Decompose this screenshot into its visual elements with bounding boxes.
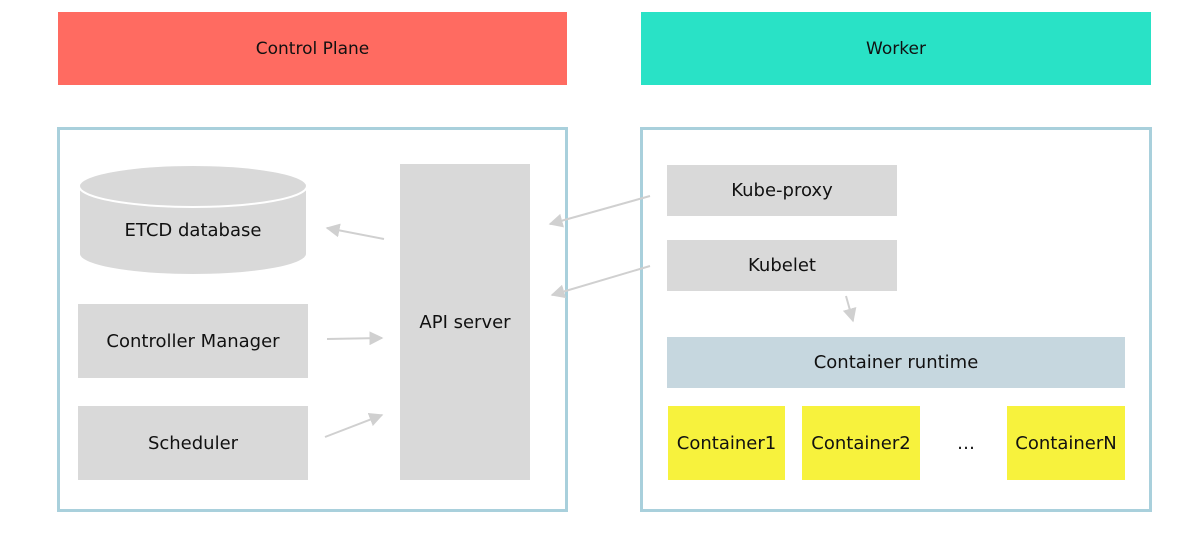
container-2-label: Container2	[811, 432, 911, 454]
control-plane-title: Control Plane	[255, 38, 370, 59]
container-ellipsis: …	[936, 406, 996, 480]
scheduler-label: Scheduler	[147, 432, 239, 454]
etcd-cylinder-shape	[78, 164, 308, 276]
scheduler-box: Scheduler	[78, 406, 308, 480]
container-ellipsis-label: …	[957, 432, 975, 454]
etcd-label: ETCD database	[124, 219, 262, 241]
container-n-label: ContainerN	[1015, 432, 1117, 454]
container-2-box: Container2	[802, 406, 920, 480]
etcd-database: ETCD database	[78, 164, 308, 276]
container-runtime-box: Container runtime	[667, 337, 1125, 388]
container-1-label: Container1	[676, 432, 777, 454]
api-server-label: API server	[419, 311, 511, 333]
kube-proxy-label: Kube-proxy	[731, 180, 833, 201]
container-runtime-label: Container runtime	[813, 352, 979, 373]
kube-proxy-box: Kube-proxy	[667, 165, 897, 216]
worker-header: Worker	[641, 12, 1151, 85]
container-1-box: Container1	[668, 406, 785, 480]
controller-manager-box: Controller Manager	[78, 304, 308, 378]
controller-manager-label: Controller Manager	[106, 330, 280, 352]
control-plane-header: Control Plane	[58, 12, 567, 85]
kubelet-label: Kubelet	[748, 255, 816, 276]
kubelet-box: Kubelet	[667, 240, 897, 291]
container-n-box: ContainerN	[1007, 406, 1125, 480]
worker-title: Worker	[866, 38, 926, 59]
api-server-box: API server	[400, 164, 530, 480]
